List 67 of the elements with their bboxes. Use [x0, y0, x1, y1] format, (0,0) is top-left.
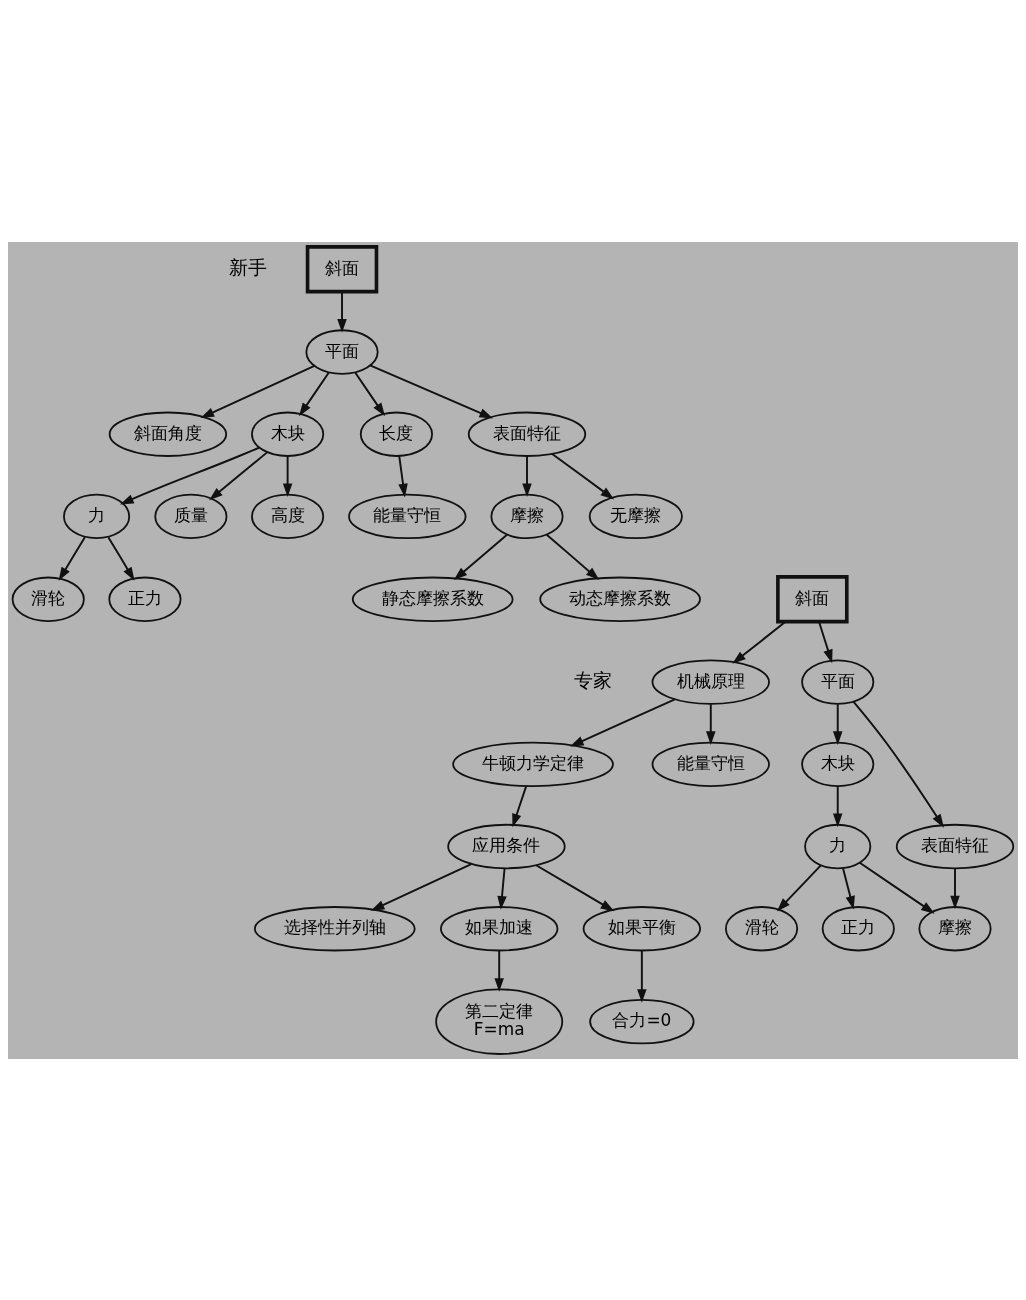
node-ellipse: 机械原理	[651, 658, 770, 705]
arrow	[832, 785, 843, 827]
node-ellipse: 合力=0	[589, 998, 695, 1044]
node-ellipse: 摩擦	[918, 905, 992, 951]
node-ellipse: 正力	[821, 905, 895, 951]
arrow	[453, 533, 508, 580]
arrow	[858, 861, 935, 914]
arrow	[950, 867, 960, 909]
arrow	[209, 450, 269, 500]
node-ellipse: 滑轮	[725, 905, 799, 951]
arrow	[818, 620, 833, 663]
node-ellipse: 表面特征	[467, 411, 587, 457]
node-ellipse: 平面	[801, 658, 875, 705]
arrow	[842, 866, 855, 910]
arrow	[852, 700, 944, 828]
arrow	[107, 535, 135, 581]
arrow	[370, 862, 473, 911]
arrow	[732, 620, 787, 664]
arrow	[494, 949, 504, 992]
node-ellipse: 高度	[251, 493, 325, 539]
arrow	[706, 702, 716, 745]
node-ellipse: 如果平衡	[582, 905, 702, 951]
node-ellipse: 平面	[305, 328, 379, 375]
node-ellipse: 应用条件	[447, 823, 566, 869]
node-ellipse: 能量守恒	[651, 741, 770, 787]
arrow	[832, 702, 843, 745]
node-box: 斜面	[305, 244, 379, 293]
label: 新手	[228, 255, 267, 279]
arrow	[398, 454, 408, 497]
arrow	[545, 533, 600, 580]
node-box: 斜面	[776, 574, 849, 623]
arrow	[522, 454, 532, 497]
arrow	[637, 949, 647, 1003]
node-ellipse: 表面特征	[895, 823, 1015, 869]
label: 专家	[574, 668, 613, 692]
arrow	[337, 290, 347, 333]
arrow	[369, 363, 494, 418]
node-ellipse: 动态摩擦系数	[539, 576, 701, 622]
arrow	[120, 446, 261, 504]
arrow	[535, 863, 615, 911]
node-ellipse: 木块	[251, 411, 325, 457]
arrow	[551, 452, 615, 499]
node-ellipse: 木块	[801, 741, 875, 787]
node-ellipse: 静态摩擦系数	[351, 576, 514, 622]
node-ellipse: 长度	[359, 411, 433, 457]
node-ellipse: 摩擦	[490, 493, 564, 539]
arrow	[200, 364, 316, 418]
arrow	[776, 863, 822, 911]
arrow	[497, 866, 507, 910]
arrow	[299, 371, 330, 416]
arrow	[512, 784, 528, 827]
node-ellipse: 质量	[154, 493, 228, 539]
node-ellipse: 如果加速	[440, 905, 559, 951]
node-ellipse: 能量守恒	[348, 493, 467, 539]
arrow	[58, 535, 86, 581]
node-ellipse: 无摩擦	[588, 493, 683, 539]
arrow	[354, 371, 385, 416]
arrow	[570, 698, 676, 746]
node-ellipse: 力	[63, 493, 131, 539]
node-ellipse: 第二定律 F=ma	[435, 987, 564, 1055]
node-ellipse: 斜面角度	[108, 411, 228, 457]
node-ellipse: 选择性并列轴	[253, 905, 416, 951]
node-ellipse: 牛顿力学定律	[452, 741, 614, 787]
node-ellipse: 正力	[108, 576, 182, 622]
node-ellipse: 力	[804, 823, 872, 869]
arrow	[282, 454, 293, 497]
node-ellipse: 滑轮	[11, 576, 85, 622]
